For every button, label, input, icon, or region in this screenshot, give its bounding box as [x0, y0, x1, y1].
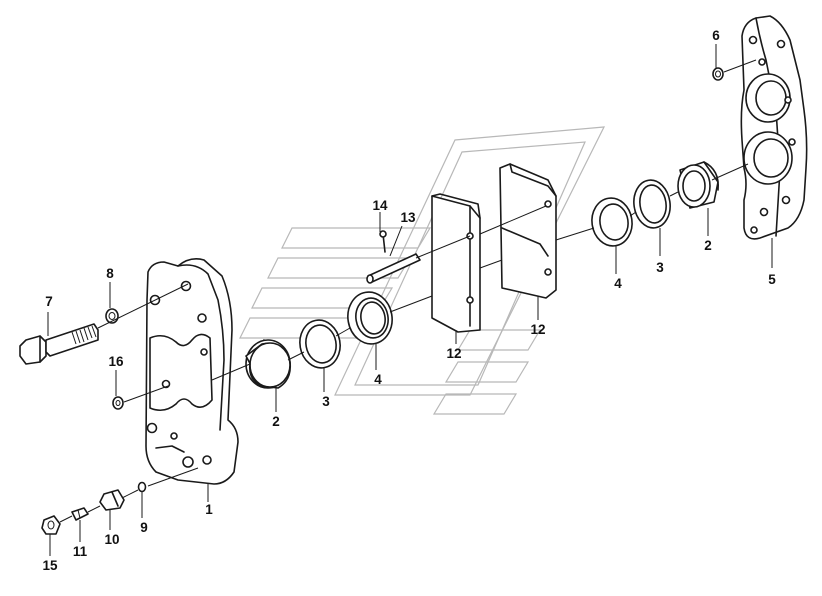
dust-cap: [41, 515, 61, 535]
watermark: [239, 126, 606, 415]
callout-11: 11: [73, 544, 88, 559]
callout-4-right: 4: [614, 276, 622, 291]
retaining-clip: [379, 230, 387, 253]
callout-14: 14: [372, 198, 388, 213]
callout-10: 10: [104, 532, 119, 547]
washer-9: [137, 481, 147, 493]
callout-7: 7: [45, 294, 53, 309]
washer-16: [112, 396, 124, 410]
bolt: [19, 323, 99, 365]
piston-left: [245, 339, 292, 389]
dust-boot-right: [591, 197, 633, 247]
seal-ring-left: [299, 319, 341, 369]
brake-pad-inner: [431, 193, 481, 333]
piston-right: [677, 161, 720, 209]
callout-8: 8: [106, 266, 114, 281]
callout-2-right: 2: [704, 238, 712, 253]
callout-12-inner: 12: [446, 346, 461, 361]
guide-pin: [366, 253, 421, 284]
callout-3-right: 3: [656, 260, 664, 275]
callout-16: 16: [108, 354, 124, 369]
bleed-screw: [71, 507, 89, 521]
callout-labels: 1 2 2 3 3 4 4 5 6 7 8 9 10 11 12 12 13 1…: [42, 28, 776, 573]
callout-4-left: 4: [374, 372, 382, 387]
caliper-half-inner: [145, 258, 239, 485]
assembly-lines: [59, 59, 757, 523]
brake-pad-outer: [499, 163, 557, 299]
leader-lines: [47, 44, 773, 556]
washer-6: [712, 67, 724, 81]
bleed-valve: [99, 489, 125, 511]
seal-ring-right: [633, 179, 671, 229]
callout-12-outer: 12: [530, 322, 545, 337]
caliper-half-outer: [740, 15, 808, 240]
callout-2-left: 2: [272, 414, 280, 429]
callout-15: 15: [42, 558, 58, 573]
dust-boot-left: [347, 291, 393, 345]
callout-6: 6: [712, 28, 720, 43]
callout-13: 13: [400, 210, 416, 225]
callout-1: 1: [205, 502, 213, 517]
callout-5: 5: [768, 272, 776, 287]
callout-3-left: 3: [322, 394, 330, 409]
callout-9: 9: [140, 520, 148, 535]
